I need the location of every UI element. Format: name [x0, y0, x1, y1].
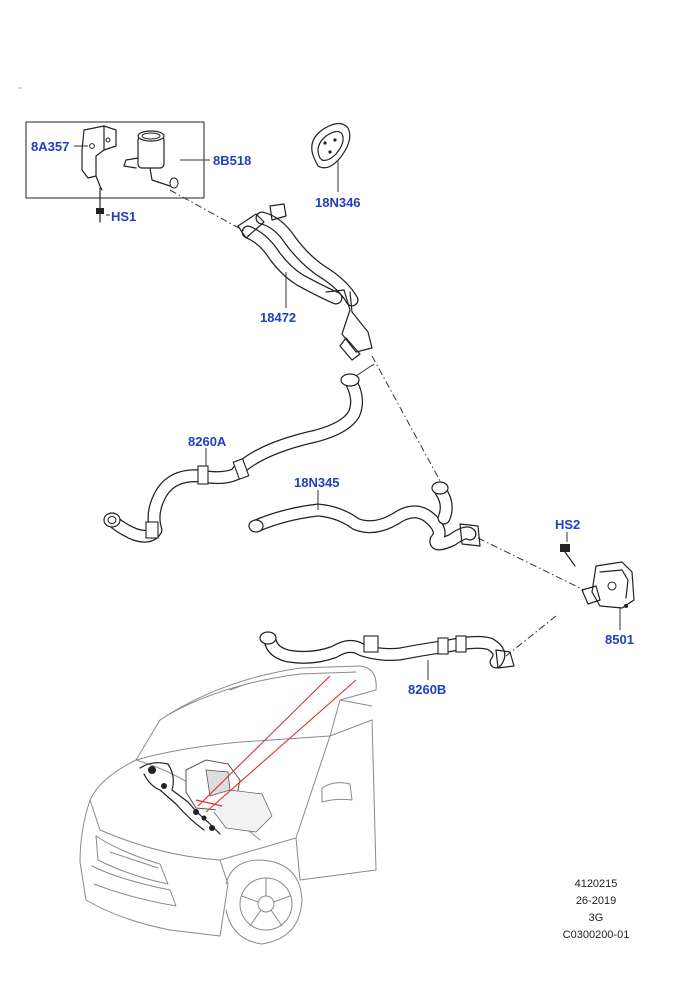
callout-18n346[interactable]: 18N346	[315, 195, 361, 210]
callout-8501[interactable]: 8501	[605, 632, 634, 647]
footer-date-code: 26-2019	[575, 895, 617, 907]
footer-revision: 3G	[588, 912, 604, 924]
gasket-18n346-part[interactable]	[311, 122, 351, 169]
callout-hs2[interactable]: HS2	[555, 517, 581, 532]
callout-18n345[interactable]: 18N345	[294, 475, 340, 490]
hose-18n345-part[interactable]	[248, 481, 481, 551]
hose-8260a-part[interactable]	[103, 373, 364, 543]
callout-8260a[interactable]: 8260A	[188, 434, 227, 449]
bracket-8a357-part[interactable]	[81, 125, 117, 191]
auxiliary-pump-8b518-part[interactable]	[123, 130, 179, 189]
bolt-hs2-part[interactable]	[560, 544, 576, 567]
callout-hs1[interactable]: HS1	[111, 209, 137, 224]
valve-8501-part[interactable]	[581, 561, 635, 609]
hose-8260b-part[interactable]	[259, 631, 515, 669]
callout-8a357[interactable]: 8A357	[31, 139, 70, 154]
callout-8260b[interactable]: 8260B	[408, 682, 447, 697]
bolt-hs1-part[interactable]	[96, 187, 104, 223]
hose-18472-part[interactable]	[237, 203, 373, 361]
callout-8b518[interactable]: 8B518	[213, 153, 252, 168]
vehicle-locator-illustration	[79, 665, 377, 945]
footer-illustration-number: 4120215	[574, 878, 618, 890]
callout-18472[interactable]: 18472	[260, 310, 297, 325]
footer-catalogue-code: C0300200-01	[562, 929, 630, 941]
